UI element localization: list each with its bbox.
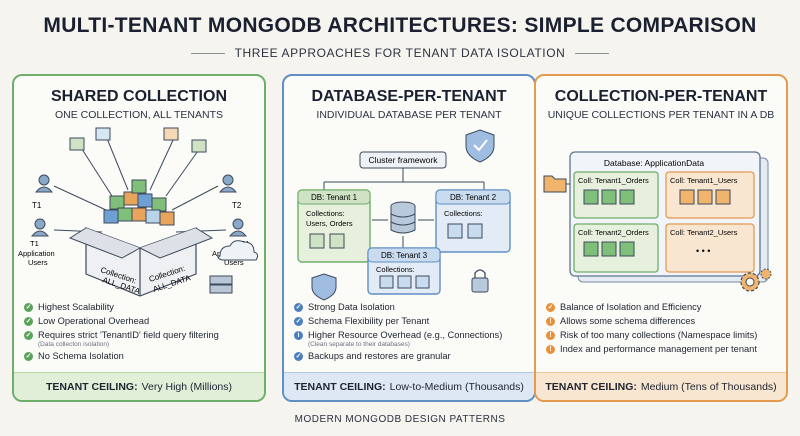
tenant-label-t1: T1 (32, 201, 42, 210)
database-icon: ✓ (294, 352, 303, 361)
db-label: Database: ApplicationData (604, 158, 704, 168)
shield-icon (465, 129, 495, 163)
folder-icon (543, 175, 567, 193)
info-icon: i (294, 331, 303, 340)
database-icon (390, 201, 416, 234)
bullet-item: !Risk of too many collections (Namespace… (546, 330, 782, 341)
bullet-item: ✓Highest Scalability (24, 302, 114, 312)
svg-text:Collections:: Collections: (444, 209, 483, 218)
panel-subtitle: ONE COLLECTION, ALL TENANTS (54, 109, 224, 121)
svg-text:Collections:: Collections: (306, 209, 345, 218)
page-subtitle: THREE APPROACHES FOR TENANT DATA ISOLATI… (234, 46, 566, 60)
user-icon (218, 174, 238, 193)
bullet-list: ✓Balance of Isolation and Efficiency !Al… (546, 302, 782, 358)
svg-text:Coll: Tenant1_Orders: Coll: Tenant1_Orders (578, 176, 649, 185)
tenant-ceiling: TENANT CEILING:Medium (Tens of Thousands… (536, 372, 786, 400)
bullet-note: (Clean separate to their databases) (308, 341, 410, 348)
lock-icon (471, 269, 489, 293)
app-users-label-right2: Users (224, 258, 244, 267)
tenant-label-t2: T2 (232, 201, 242, 210)
cluster-label: Cluster framework (369, 155, 439, 165)
panel-title: DATABASE-PER-TENANT (311, 88, 507, 105)
bullet-item: ✓Backups and restores are granular (294, 351, 451, 361)
bullet-list: ✓Strong Data Isolation ✓Schema Flexibili… (294, 302, 530, 365)
warning-icon: ! (546, 345, 555, 354)
user-icon (228, 218, 248, 237)
panel-subtitle: UNIQUE COLLECTIONS PER TENANT IN A DB (547, 109, 775, 121)
app-users-label-left: Application (18, 249, 55, 258)
check-icon: ✓ (24, 317, 33, 326)
panel-title: COLLECTION-PER-TENANT (554, 88, 768, 105)
collection-per-tenant-diagram: Database: ApplicationData Coll: Tenant1_… (543, 151, 772, 292)
svg-text:Coll: Tenant2_Orders: Coll: Tenant2_Orders (578, 228, 649, 237)
bullet-item: ✓Balance of Isolation and Efficiency (546, 302, 702, 312)
bullet-item: ✓Low Operational Overhead (24, 316, 150, 326)
panel-collection-per-tenant: COLLECTION-PER-TENANT UNIQUE COLLECTIONS… (534, 74, 788, 402)
shared-collection-diagram: T1 T1 Application Users T2 T4 Applicatio… (18, 127, 259, 297)
shield-icon (311, 273, 337, 301)
bullet-list: ✓Highest Scalability ✓Low Operational Ov… (24, 302, 260, 365)
tenant-label-t1-users: T1 (30, 239, 39, 248)
svg-text:DB: Tenant 2: DB: Tenant 2 (450, 193, 497, 202)
page-title: MULTI-TENANT MONGODB ARCHITECTURES: SIMP… (43, 14, 757, 37)
data-cube-cluster (69, 127, 207, 226)
svg-text:Coll: Tenant1_Users: Coll: Tenant1_Users (670, 176, 738, 185)
server-icon (209, 275, 233, 294)
bullet-item: ✓No Schema Isolation (24, 351, 124, 361)
divider-left (190, 52, 225, 54)
balance-icon: ✓ (546, 303, 555, 312)
footer: MODERN MONGODB DESIGN PATTERNS (294, 414, 506, 425)
app-users-label-left2: Users (28, 258, 48, 267)
tenant-ceiling: TENANT CEILING:Very High (Millions) (14, 372, 264, 400)
check-icon: ✓ (24, 331, 33, 340)
database-per-tenant-diagram: Cluster framework DB: Tenant 1 Collectio… (297, 129, 511, 301)
bullet-item: !Allows some schema differences (546, 316, 782, 327)
subtitle-row: THREE APPROACHES FOR TENANT DATA ISOLATI… (0, 46, 800, 60)
panel-shared-collection: SHARED COLLECTION ONE COLLECTION, ALL TE… (12, 74, 266, 402)
panel-title: SHARED COLLECTION (51, 88, 227, 105)
collection-box: Collection: ALL_DATA Collection: ALL_DAT… (68, 227, 214, 297)
user-icon (34, 174, 54, 193)
shield-icon: ✓ (294, 303, 303, 312)
warning-icon: ! (546, 331, 555, 340)
warning-icon: ! (546, 317, 555, 326)
cloud-icon (217, 240, 259, 261)
shield-icon: ✓ (294, 317, 303, 326)
gear-icon (740, 268, 772, 292)
user-icon (30, 218, 50, 237)
bullet-item: ✓Strong Data Isolation (294, 302, 395, 312)
svg-text:Collections:: Collections: (376, 265, 415, 274)
panel-database-per-tenant: DATABASE-PER-TENANT INDIVIDUAL DATABASE … (282, 74, 536, 402)
svg-text:Coll: Tenant2_Users: Coll: Tenant2_Users (670, 228, 738, 237)
svg-text:DB: Tenant 1: DB: Tenant 1 (311, 193, 358, 202)
check-icon: ✓ (24, 303, 33, 312)
ellipsis: • • • (696, 246, 710, 256)
check-icon: ✓ (24, 352, 33, 361)
bullet-item: !Index and performance management per te… (546, 344, 782, 355)
svg-text:DB: Tenant 3: DB: Tenant 3 (381, 251, 428, 260)
tenant-ceiling: TENANT CEILING:Low-to-Medium (Thousands) (284, 372, 534, 400)
bullet-item: ✓Schema Flexibility per Tenant (294, 316, 430, 326)
bullet-item: ✓Requires strict 'TenantID' field query … (24, 330, 219, 340)
divider-right (575, 52, 610, 54)
panel-subtitle: INDIVIDUAL DATABASE PER TENANT (316, 109, 502, 121)
bullet-note: (Data collecton isolation) (38, 341, 110, 348)
coll-tenant2-users (665, 223, 755, 273)
svg-text:Users, Orders: Users, Orders (306, 219, 353, 228)
